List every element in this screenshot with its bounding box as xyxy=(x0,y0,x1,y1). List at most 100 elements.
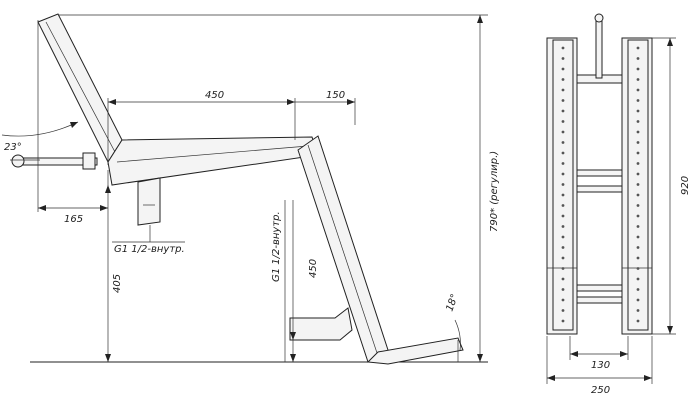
dim-790-label: 790* (регулир.) xyxy=(489,151,500,232)
dim-450-vert-label: 450 xyxy=(308,259,319,278)
angle-18-label: 18° xyxy=(444,293,460,313)
pin-bracket xyxy=(82,152,96,170)
arrow xyxy=(105,354,111,362)
perforation-hole xyxy=(636,214,640,218)
top-handle-rod xyxy=(595,19,603,79)
arrow xyxy=(667,326,673,334)
arrow xyxy=(290,332,296,340)
perforation-hole xyxy=(636,78,640,81)
arrow xyxy=(290,354,296,362)
dim-920-label: 920 xyxy=(680,176,690,195)
seat-inner-line xyxy=(116,145,309,163)
perforation-hole xyxy=(636,267,640,270)
perforation-hole xyxy=(636,67,640,71)
front-view xyxy=(546,13,676,384)
perforation-hole xyxy=(561,225,565,228)
perforation-hole xyxy=(636,235,640,239)
arrow xyxy=(547,375,555,381)
perforation-hole xyxy=(636,225,640,228)
arrow xyxy=(620,351,628,357)
dim-165-label: 165 xyxy=(64,214,83,225)
arrow xyxy=(477,15,483,23)
perforation-hole xyxy=(636,130,640,134)
leg-pipe-fitting xyxy=(289,307,353,341)
perforation-hole xyxy=(561,120,565,123)
perforation-hole xyxy=(636,298,640,302)
perforation-holes xyxy=(561,46,640,323)
perforation-hole xyxy=(561,130,565,134)
perforation-hole xyxy=(561,99,565,102)
dim-450-label: 450 xyxy=(205,90,224,101)
top-handle-knob xyxy=(594,13,604,23)
pin-knob xyxy=(11,154,25,168)
dim-405-label: 405 xyxy=(112,274,123,293)
perforation-hole xyxy=(636,109,640,113)
perforation-hole xyxy=(636,151,640,155)
thread-note-top: G1 1/2-внутр. xyxy=(114,244,185,255)
perforation-hole xyxy=(636,319,640,323)
angle-18-arc xyxy=(454,319,461,351)
side-view xyxy=(1,13,488,365)
perforation-hole xyxy=(561,267,565,270)
perforation-hole xyxy=(636,309,640,312)
perforation-hole xyxy=(561,109,565,113)
dim-250-label: 250 xyxy=(591,385,610,396)
seat-tube xyxy=(107,136,319,186)
arrow xyxy=(38,205,46,211)
perforation-hole xyxy=(561,309,565,312)
crossbar-lower-2 xyxy=(576,296,623,304)
perforation-hole xyxy=(636,193,640,197)
crossbar-upper-2 xyxy=(576,185,623,193)
perforation-hole xyxy=(561,151,565,155)
perforation-hole xyxy=(636,277,640,281)
perforation-hole xyxy=(561,46,565,50)
crossbar-upper xyxy=(576,169,623,177)
arrow xyxy=(477,354,483,362)
arrow xyxy=(287,99,295,105)
arrow xyxy=(108,99,116,105)
crossbar-lower xyxy=(576,284,623,292)
perforation-hole xyxy=(561,298,565,302)
perforation-hole xyxy=(561,246,565,249)
perforation-hole xyxy=(636,204,640,207)
arrow xyxy=(570,351,578,357)
perforation-hole xyxy=(561,67,565,71)
arrow xyxy=(105,185,111,193)
arrow xyxy=(100,205,108,211)
perforation-hole xyxy=(636,246,640,249)
dim-150-label: 150 xyxy=(326,90,345,101)
perforation-hole xyxy=(636,183,640,186)
perforation-hole xyxy=(636,46,640,50)
arrow xyxy=(644,375,652,381)
perforation-hole xyxy=(561,214,565,218)
perforation-hole xyxy=(561,183,565,186)
perforation-hole xyxy=(636,120,640,123)
backrest-tube xyxy=(37,13,123,164)
perforation-hole xyxy=(636,162,640,165)
angle-23-label: 23° xyxy=(4,142,22,153)
perforation-hole xyxy=(636,88,640,92)
perforation-hole xyxy=(636,99,640,102)
perforation-hole xyxy=(561,277,565,281)
angle-23-arc xyxy=(1,121,79,137)
perforation-hole xyxy=(561,235,565,239)
thread-note-vert: G1 1/2-внутр. xyxy=(271,211,282,282)
front-leg-inner-line xyxy=(307,144,379,357)
perforation-hole xyxy=(561,78,565,81)
arrow xyxy=(667,38,673,46)
perforation-hole xyxy=(561,256,565,260)
perforation-hole xyxy=(561,193,565,197)
perforation-hole xyxy=(561,288,565,291)
perforation-hole xyxy=(561,88,565,92)
seat-pipe-fitting xyxy=(137,177,161,226)
arrow xyxy=(347,99,355,105)
backrest-inner-line xyxy=(45,21,116,153)
perforation-hole xyxy=(636,172,640,176)
perforation-hole xyxy=(561,319,565,323)
perforation-hole xyxy=(561,204,565,207)
perforation-hole xyxy=(561,172,565,176)
perforation-hole xyxy=(636,141,640,144)
angle-arrow xyxy=(70,122,78,128)
